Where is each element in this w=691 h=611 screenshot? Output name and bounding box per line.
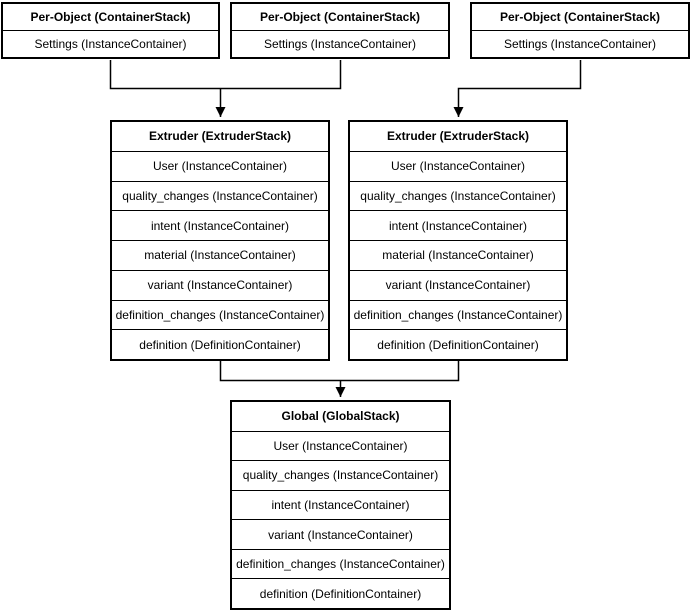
- global-stack-row-user: User (InstanceContainer): [232, 430, 449, 461]
- extruder-stack-2-row-intent: intent (InstanceContainer): [350, 210, 566, 240]
- per-object-stack-3: Per-Object (ContainerStack) Settings (In…: [470, 2, 690, 59]
- global-stack-row-definition-changes: definition_changes (InstanceContainer): [232, 548, 449, 579]
- global-stack-row-definition: definition (DefinitionContainer): [232, 578, 449, 608]
- extruder-stack-1-row-intent: intent (InstanceContainer): [112, 210, 328, 240]
- edge-to-right-extruder: [453, 60, 582, 117]
- global-stack-title: Global (GlobalStack): [281, 409, 400, 424]
- per-object-stack-2-title: Per-Object (ContainerStack): [259, 10, 421, 24]
- per-object-stack-3-title: Per-Object (ContainerStack): [499, 10, 661, 24]
- extruder-stack-2-row-variant: variant (InstanceContainer): [350, 269, 566, 300]
- per-object-stack-1: Per-Object (ContainerStack) Settings (In…: [1, 2, 220, 59]
- edge-extruders-join: [219, 361, 460, 382]
- per-object-stack-1-row-settings: Settings (InstanceContainer): [3, 30, 218, 57]
- extruder-stack-2: Extruder (ExtruderStack) User (InstanceC…: [348, 120, 568, 361]
- global-stack-row-quality-changes: quality_changes (InstanceContainer): [232, 460, 449, 490]
- extruder-stack-2-row-material: material (InstanceContainer): [350, 240, 566, 270]
- extruder-stack-1: Extruder (ExtruderStack) User (InstanceC…: [110, 120, 330, 361]
- extruder-stack-1-row-definition-changes: definition_changes (InstanceContainer): [112, 299, 328, 330]
- per-object-stack-1-title: Per-Object (ContainerStack): [30, 10, 191, 24]
- extruder-stack-2-row-user: User (InstanceContainer): [350, 150, 566, 181]
- extruder-stack-1-row-variant: variant (InstanceContainer): [112, 269, 328, 300]
- global-stack-row-intent: intent (InstanceContainer): [232, 489, 449, 520]
- per-object-stack-3-row-settings: Settings (InstanceContainer): [472, 30, 688, 57]
- extruder-stack-1-row-user: User (InstanceContainer): [112, 150, 328, 181]
- extruder-stack-1-row-definition: definition (DefinitionContainer): [112, 329, 328, 359]
- edge-perobject12-join: [109, 60, 342, 90]
- per-object-stack-2-row-settings: Settings (InstanceContainer): [232, 30, 448, 57]
- extruder-stack-1-row-quality-changes: quality_changes (InstanceContainer): [112, 180, 328, 211]
- extruder-stack-1-row-material: material (InstanceContainer): [112, 240, 328, 270]
- extruder-stack-2-row-definition: definition (DefinitionContainer): [350, 329, 566, 359]
- extruder-stack-2-row-definition-changes: definition_changes (InstanceContainer): [350, 299, 566, 330]
- extruder-stack-1-title: Extruder (ExtruderStack): [148, 129, 292, 144]
- global-stack: Global (GlobalStack) User (InstanceConta…: [230, 400, 451, 610]
- extruder-stack-2-title: Extruder (ExtruderStack): [386, 129, 530, 144]
- global-stack-row-variant: variant (InstanceContainer): [232, 519, 449, 549]
- extruder-stack-2-row-quality-changes: quality_changes (InstanceContainer): [350, 180, 566, 211]
- per-object-stack-2: Per-Object (ContainerStack) Settings (In…: [230, 2, 450, 59]
